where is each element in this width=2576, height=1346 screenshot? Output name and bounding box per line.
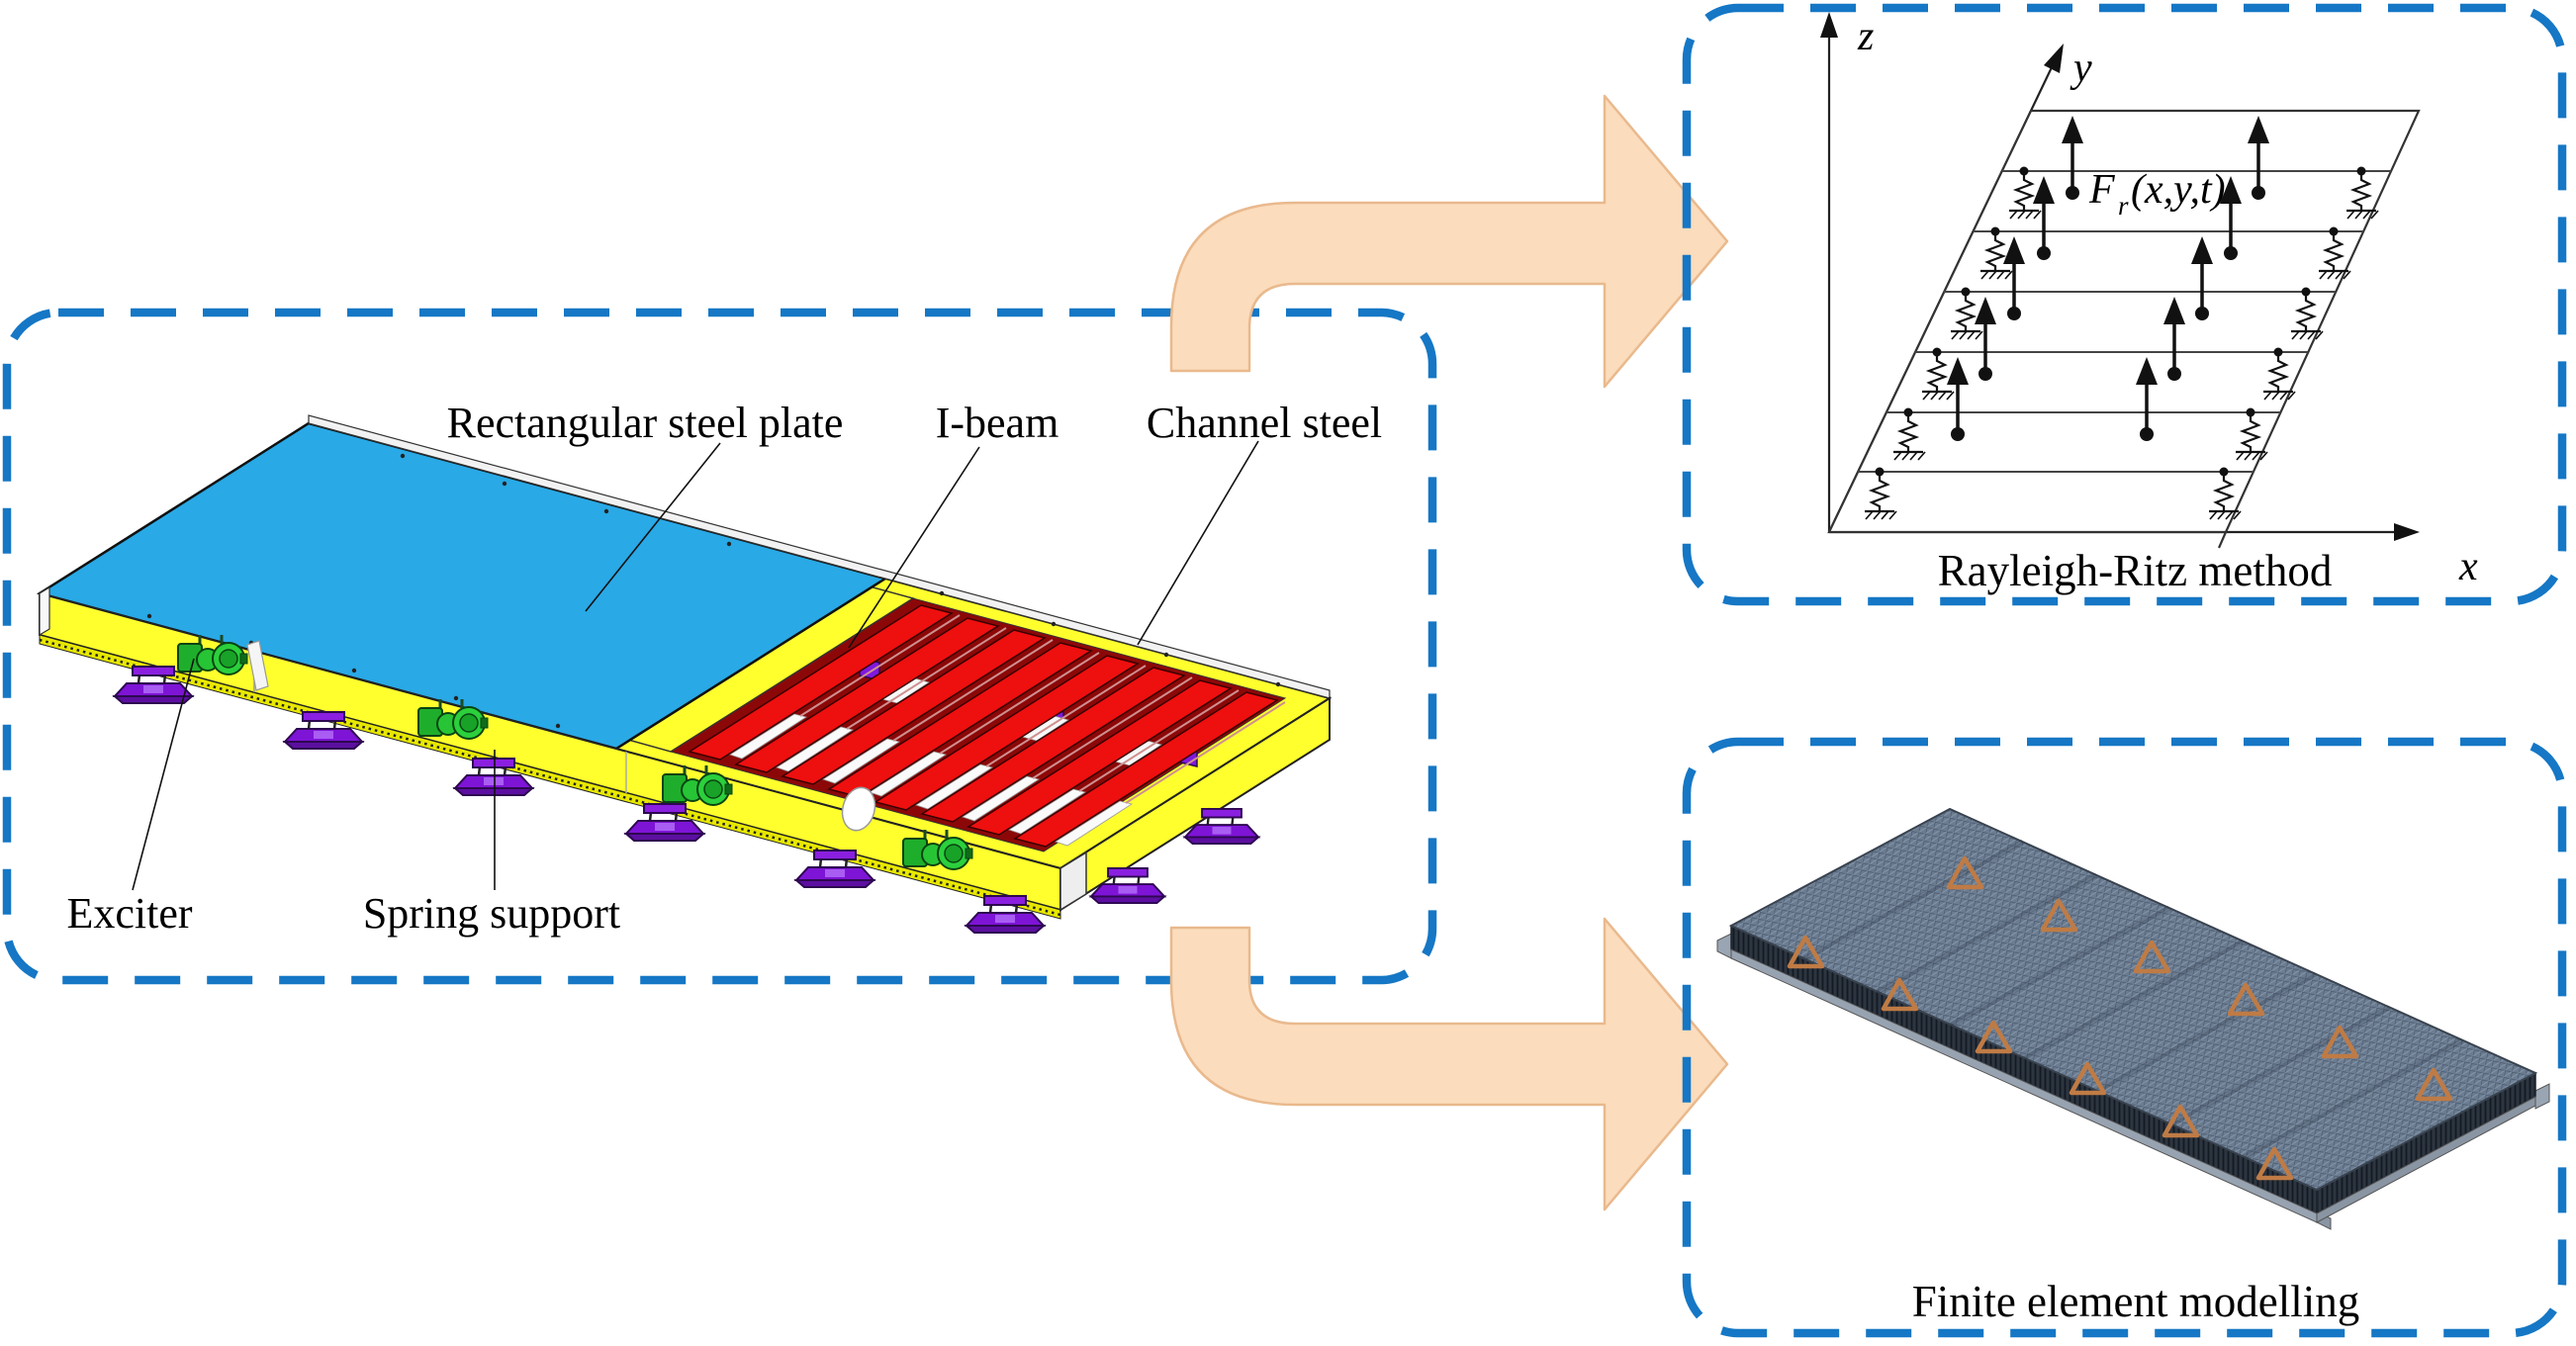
axis-x-arrowhead-icon [2394,523,2420,541]
leader-ibeam [848,446,980,649]
back-rim [308,414,1331,699]
bolt-dot [603,508,609,514]
leader-lines [132,440,1259,891]
plate-edge-extension [2217,531,2228,549]
rr-diagram: z y x F r (x,y,t) [1820,12,2478,589]
mesh-banding [1802,839,2464,1160]
bolt-dot [1051,621,1057,627]
force-symbol: F [2088,167,2115,213]
bolt-dot [453,695,459,701]
caption-fem: Finite element modelling [1912,1277,2359,1326]
bolt-dot [502,481,507,487]
flange-tab [2534,1083,2550,1110]
force-subscript: r [2118,191,2129,221]
bolt-dot [400,453,406,459]
channel-cutout [841,786,876,832]
label-channel: Channel steel [1147,399,1382,447]
label-ibeam: I-beam [936,399,1059,447]
bolt-dot [555,723,561,729]
plate-parallelogram [1827,109,2421,534]
label-plate: Rectangular steel plate [447,399,844,447]
strip-lines [1858,170,2391,473]
bolt-dot [146,613,152,619]
left-end-sliver [39,585,50,637]
force-label: F r (x,y,t) [2088,167,2226,221]
axis-y-label: y [2070,45,2092,91]
fem-box-border [1682,737,2567,1338]
flow-arrow-bottom [1169,917,1729,1211]
force-arguments: (x,y,t) [2131,167,2226,213]
bolt-dot [351,668,357,673]
leader-exciter [132,658,195,891]
bolt-dot [1275,681,1281,687]
leader-channel [1137,440,1259,646]
label-exciter: Exciter [66,889,192,938]
mesh-top-face [1728,807,2538,1192]
flow-arrow-top [1169,94,1729,389]
bottom-flange [2316,1096,2536,1223]
rayleigh-box-border [1682,3,2567,606]
axis-x-label: x [2458,544,2478,589]
axis-z-arrowhead-icon [1820,12,1838,38]
bolt-dot [1163,652,1169,658]
channel-divider [246,640,269,691]
caption-rayleigh: Rayleigh-Ritz method [1938,546,2333,595]
channel-serration [39,638,1061,917]
axis-z-label: z [1857,14,1874,59]
flange-tab [1716,933,1732,959]
bolt-dot [726,541,732,547]
label-spring-support: Spring support [363,889,620,938]
axis-y-arrowhead-icon [2044,44,2064,73]
leader-plate [585,442,721,612]
bolt-dot [939,590,945,596]
fem-model [1716,807,2550,1230]
steel-plate-model [36,414,1333,935]
model-box-border [2,308,1437,985]
end-cap [1059,851,1087,912]
